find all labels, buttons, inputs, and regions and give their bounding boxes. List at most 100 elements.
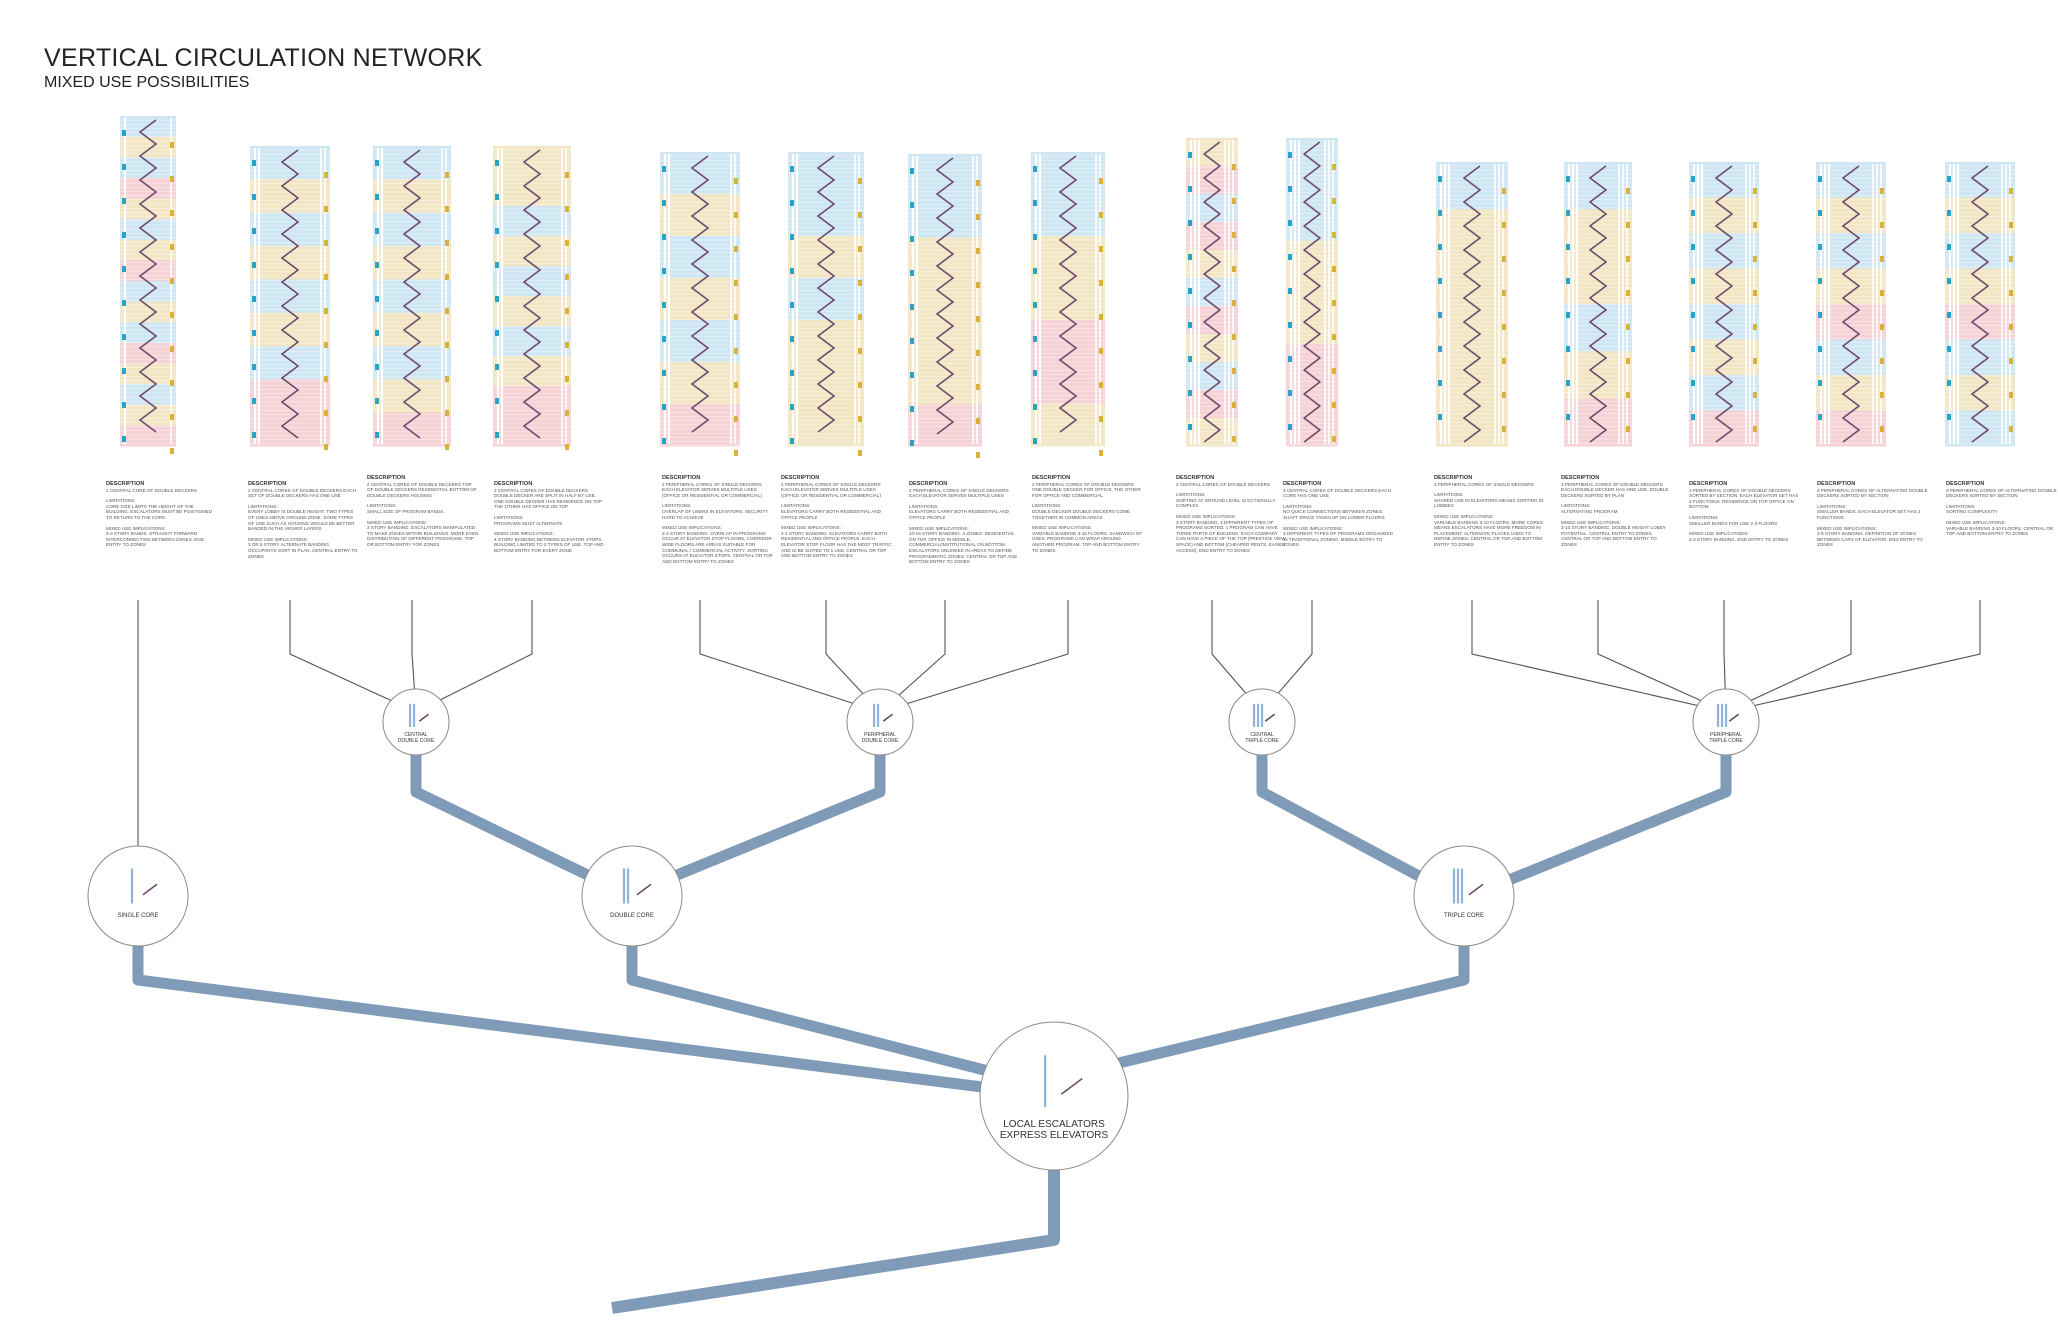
- elevator-stop: [565, 342, 569, 348]
- elevator-stop: [1880, 222, 1884, 228]
- elevator-stop: [1566, 278, 1570, 284]
- elevator-stop: [1753, 222, 1757, 228]
- elevator-stop: [1288, 288, 1292, 294]
- elevator-stop: [375, 398, 379, 404]
- elevator-stop: [2009, 324, 2013, 330]
- desc-lim: SHARED USE IN ELEVATORS MEANS SORTING IN…: [1434, 497, 1544, 509]
- elevator-stop: [1947, 176, 1951, 182]
- node-circle: [382, 688, 450, 756]
- elevator-stop: [1691, 278, 1695, 284]
- elevator-stop: [1099, 450, 1103, 456]
- program-band: [1945, 339, 2015, 376]
- program-band: [1186, 166, 1238, 195]
- connector-line: [1597, 600, 1727, 713]
- elevator-stop: [2009, 188, 2013, 194]
- desc-mix: VARIABLE BANDING 3-10 FLOORS. MORE CORES…: [1434, 519, 1543, 547]
- building-section: [1689, 162, 1759, 447]
- desc-mix: 2-4 STORY BANDING. ELEVATORS CARRY BOTH …: [781, 530, 892, 559]
- node-label: PERIPHERAL: [864, 732, 896, 738]
- elevator-stop: [1691, 346, 1695, 352]
- elevator-stop: [122, 164, 126, 170]
- escalator-zigzag: [138, 119, 158, 433]
- elevator-stop: [1566, 346, 1570, 352]
- desc-heading: DESCRIPTION: [662, 475, 701, 481]
- elevator-stop: [976, 384, 980, 390]
- escalator-icon: [1060, 1077, 1083, 1095]
- node-label: CENTRAL: [404, 732, 428, 738]
- elevator-stop: [1502, 222, 1506, 228]
- elevator-stop: [445, 206, 449, 212]
- node-circle: [581, 845, 683, 947]
- desc-lim: OVERLAP OF USERS IN ELEVATORS. SECURITY …: [662, 508, 769, 520]
- elevator-stop: [1753, 392, 1757, 398]
- elevator-stop: [1033, 404, 1037, 410]
- elevator-stop: [976, 316, 980, 322]
- building-section: [1436, 162, 1508, 447]
- elevator-stop: [790, 200, 794, 206]
- desc-lim-head: LIMITATIONS:: [1283, 503, 1313, 509]
- elevator-stop: [565, 274, 569, 280]
- desc-text: 3 PERIPHERAL CORES OF DOUBLE DECKERS EAC…: [1561, 481, 1669, 498]
- elevator-stop: [1099, 212, 1103, 218]
- elevator-stop: [662, 302, 666, 308]
- elevator-stop: [1332, 402, 1336, 408]
- elevator-stop: [976, 214, 980, 220]
- double-core-node: DOUBLE CORE: [581, 845, 683, 947]
- trunk-line: [1501, 744, 1732, 888]
- program-band: [1186, 306, 1238, 335]
- node-label: TRIPLE CORE: [1444, 913, 1484, 919]
- desc-mix-head: MIXED USE IMPLICATIONS:: [106, 525, 166, 531]
- trunk-line: [410, 744, 605, 887]
- program-band: [1031, 362, 1105, 405]
- elevator-stop: [1947, 380, 1951, 386]
- elevator-stop: [1566, 210, 1570, 216]
- elevator-stop: [910, 202, 914, 208]
- elevator-stop: [170, 210, 174, 216]
- trunk-branches: [132, 744, 1732, 1314]
- program-band: [250, 412, 330, 447]
- program-band: [373, 279, 451, 314]
- elevator-stop: [734, 178, 738, 184]
- elevator-stop: [252, 262, 256, 268]
- program-band: [1186, 222, 1238, 251]
- desc-heading: DESCRIPTION: [494, 481, 533, 487]
- program-band: [660, 362, 740, 405]
- elevator-stop: [1947, 210, 1951, 216]
- elevator-stop: [1438, 380, 1442, 386]
- elevator-stop: [1188, 356, 1192, 362]
- elevator-stop: [1438, 312, 1442, 318]
- desc-mix: VARIABLE BANDING 3-10 FLOORS. CENTRAL OR…: [1946, 525, 2053, 537]
- program-band: [1031, 278, 1105, 321]
- elevator-stop: [734, 212, 738, 218]
- escalator-zigzag: [1588, 165, 1608, 443]
- elevator-stop: [1438, 210, 1442, 216]
- elevator-stop: [858, 348, 862, 354]
- elevator-stop: [1033, 200, 1037, 206]
- elevator-stop: [1232, 436, 1236, 442]
- elevator-stop: [910, 270, 914, 276]
- elevator-stop: [445, 274, 449, 280]
- elevator-stop: [1099, 246, 1103, 252]
- elevator-stop: [1626, 426, 1630, 432]
- building-section: [1286, 138, 1338, 447]
- elevator-stop: [1566, 176, 1570, 182]
- desc-mix-head: MIXED USE IMPLICATIONS:: [1689, 531, 1749, 537]
- desc-mix: 3 DIFFERENT TYPES OF PROGRAMS ORGANIZED …: [1283, 531, 1394, 548]
- elevator-stop: [1332, 334, 1336, 340]
- trunk-line: [626, 940, 1002, 1080]
- elevator-stop: [1880, 256, 1884, 262]
- elevator-stop: [790, 302, 794, 308]
- elevator-stop: [1691, 210, 1695, 216]
- building-section: [120, 116, 176, 454]
- elevator-stop: [790, 336, 794, 342]
- program-band: [1286, 138, 1338, 190]
- elevator-stop: [375, 432, 379, 438]
- elevator-stop: [734, 450, 738, 456]
- elevator-stop: [1502, 188, 1506, 194]
- elevator-stop: [170, 312, 174, 318]
